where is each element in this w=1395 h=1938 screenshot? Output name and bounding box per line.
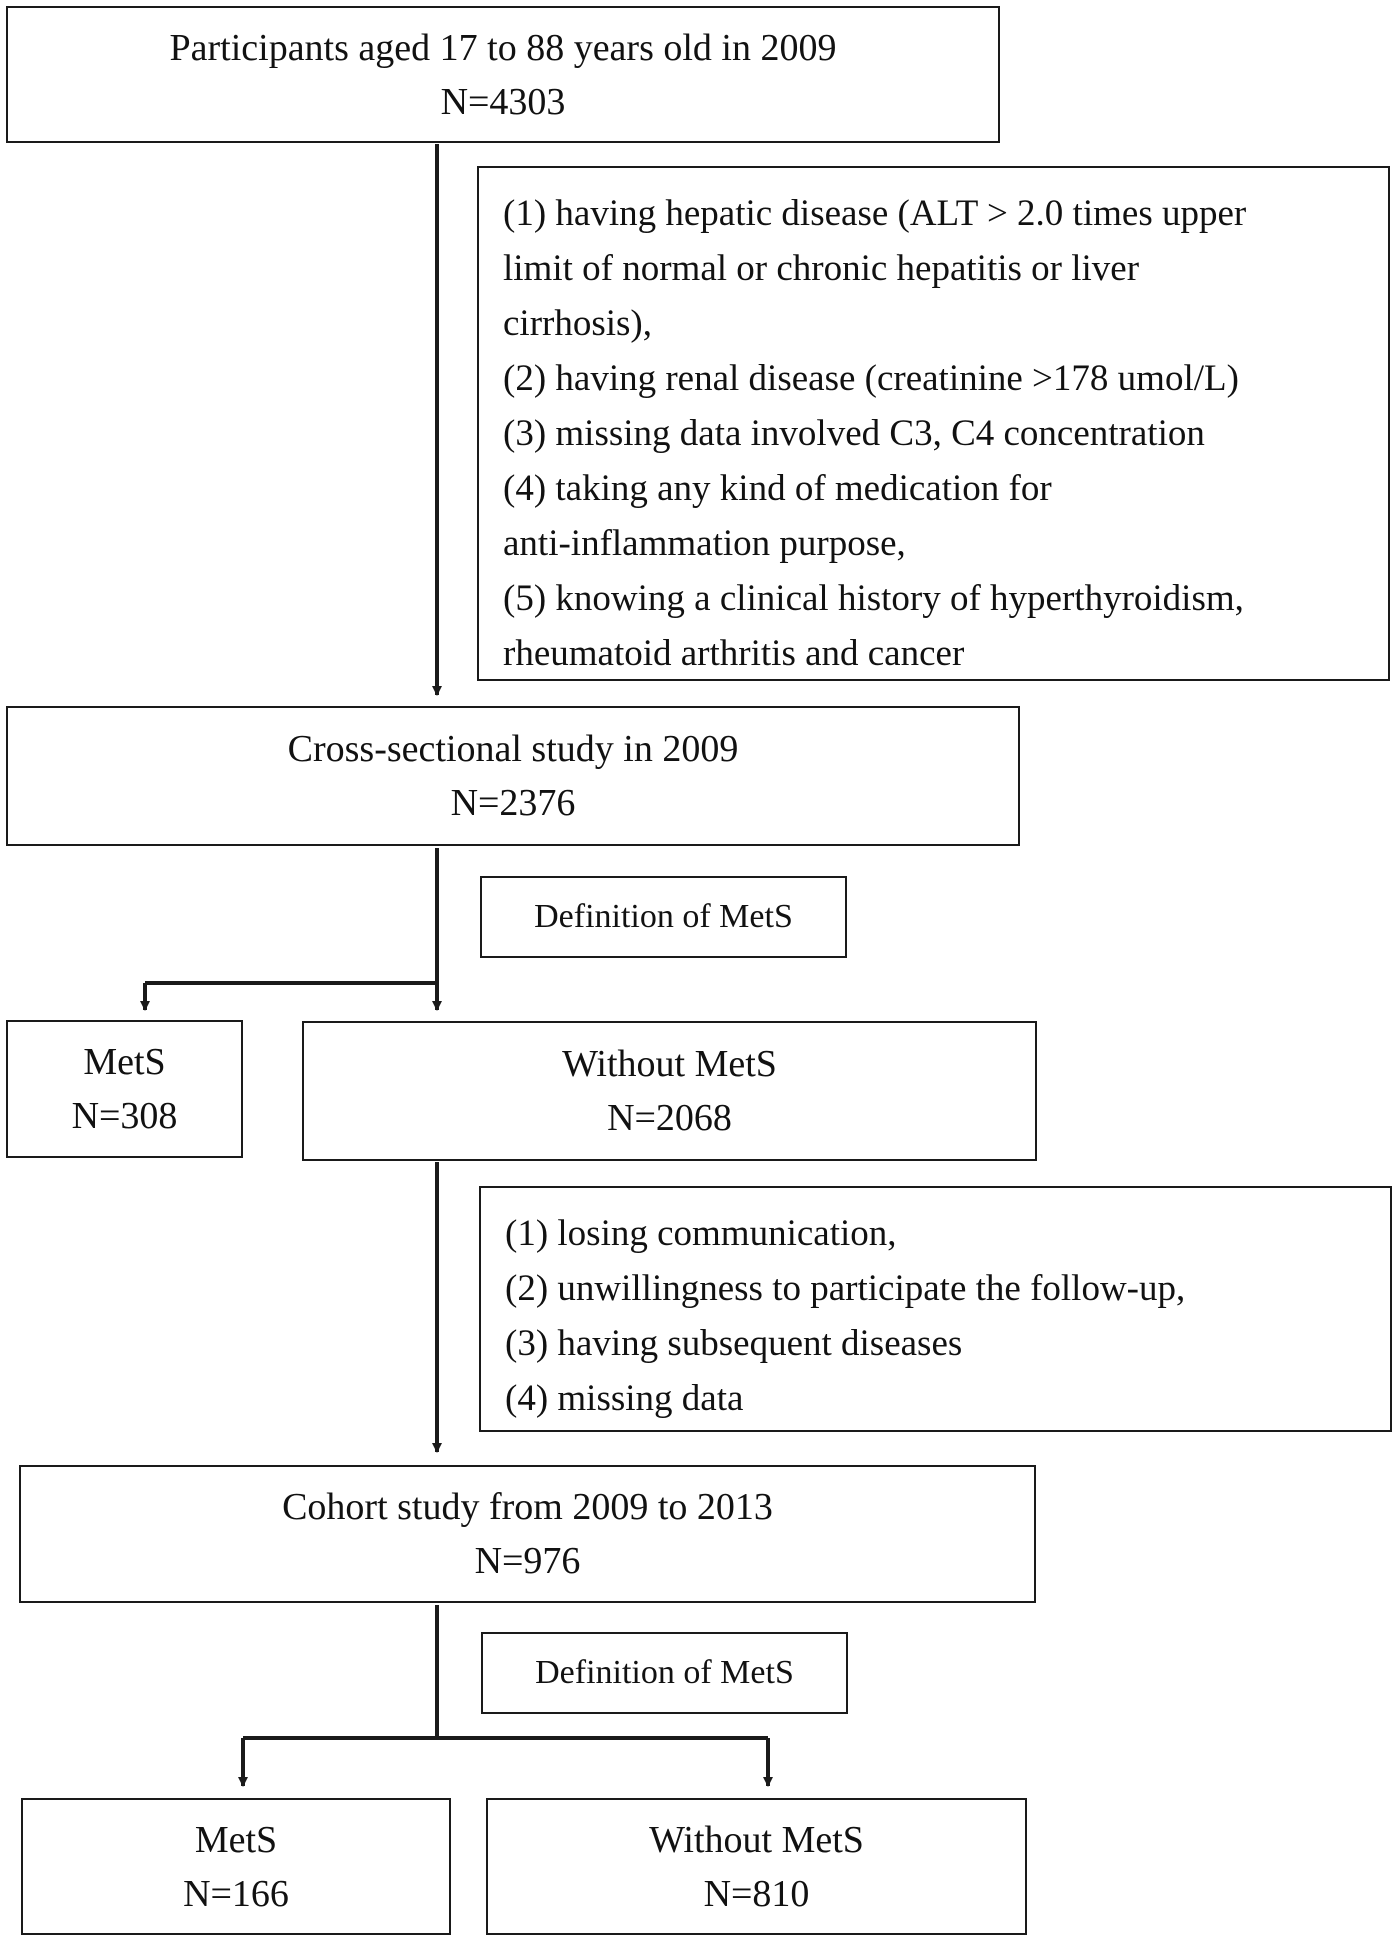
exclusion-criteria-box-1: (1) having hepatic disease (ALT > 2.0 ti… — [477, 166, 1390, 681]
mets-2009-count: N=308 — [71, 1095, 178, 1137]
cross-sectional-title: Cross-sectional study in 2009 — [287, 728, 739, 770]
participants-box: Participants aged 17 to 88 years old in … — [6, 6, 1000, 143]
exclusion-2-line: (2) unwillingness to participate the fol… — [505, 1268, 1186, 1309]
definition-mets-box-1: Definition of MetS — [480, 876, 847, 958]
without-mets-2013-box: Without MetS N=810 — [486, 1798, 1027, 1935]
cohort-count: N=976 — [474, 1540, 581, 1582]
exclusion-2-line: (3) having subsequent diseases — [505, 1323, 963, 1364]
mets-2013-title: MetS — [194, 1818, 278, 1861]
exclusion-1-line: (3) missing data involved C3, C4 concent… — [503, 413, 1205, 454]
cross-sectional-box: Cross-sectional study in 2009 N=2376 — [6, 706, 1020, 846]
mets-2009-box: MetS N=308 — [6, 1020, 243, 1158]
without-mets-2009-count: N=2068 — [607, 1097, 732, 1139]
definition-mets-box-2: Definition of MetS — [481, 1632, 848, 1714]
definition-mets-label-1: Definition of MetS — [534, 898, 793, 935]
exclusion-2-line: (4) missing data — [505, 1378, 744, 1419]
cross-sectional-count: N=2376 — [450, 782, 576, 824]
exclusion-1-line: (1) having hepatic disease (ALT > 2.0 ti… — [503, 193, 1247, 234]
participants-title: Participants aged 17 to 88 years old in … — [169, 26, 837, 69]
participants-count: N=4303 — [440, 80, 566, 123]
mets-2013-box: MetS N=166 — [21, 1798, 451, 1935]
exclusion-1-line: (5) knowing a clinical history of hypert… — [503, 578, 1244, 619]
without-mets-2013-count: N=810 — [703, 1872, 810, 1915]
exclusion-1-line: cirrhosis), — [503, 303, 652, 344]
exclusion-1-line: (2) having renal disease (creatinine >17… — [503, 358, 1239, 399]
exclusion-1-line: rheumatoid arthritis and cancer — [503, 633, 965, 674]
without-mets-2009-box: Without MetS N=2068 — [302, 1021, 1037, 1161]
without-mets-2013-title: Without MetS — [649, 1818, 864, 1861]
exclusion-1-line: (4) taking any kind of medication for — [503, 468, 1052, 509]
without-mets-2009-title: Without MetS — [562, 1043, 777, 1085]
mets-2013-count: N=166 — [183, 1872, 289, 1915]
cohort-box: Cohort study from 2009 to 2013 N=976 — [19, 1465, 1036, 1603]
exclusion-criteria-box-2: (1) losing communication, (2) unwillingn… — [479, 1186, 1392, 1432]
exclusion-1-line: anti-inflammation purpose, — [503, 523, 906, 564]
exclusion-1-line: limit of normal or chronic hepatitis or … — [503, 248, 1140, 289]
exclusion-2-line: (1) losing communication, — [505, 1213, 897, 1254]
mets-2009-title: MetS — [83, 1041, 166, 1083]
cohort-title: Cohort study from 2009 to 2013 — [282, 1486, 773, 1528]
definition-mets-label-2: Definition of MetS — [535, 1654, 794, 1691]
